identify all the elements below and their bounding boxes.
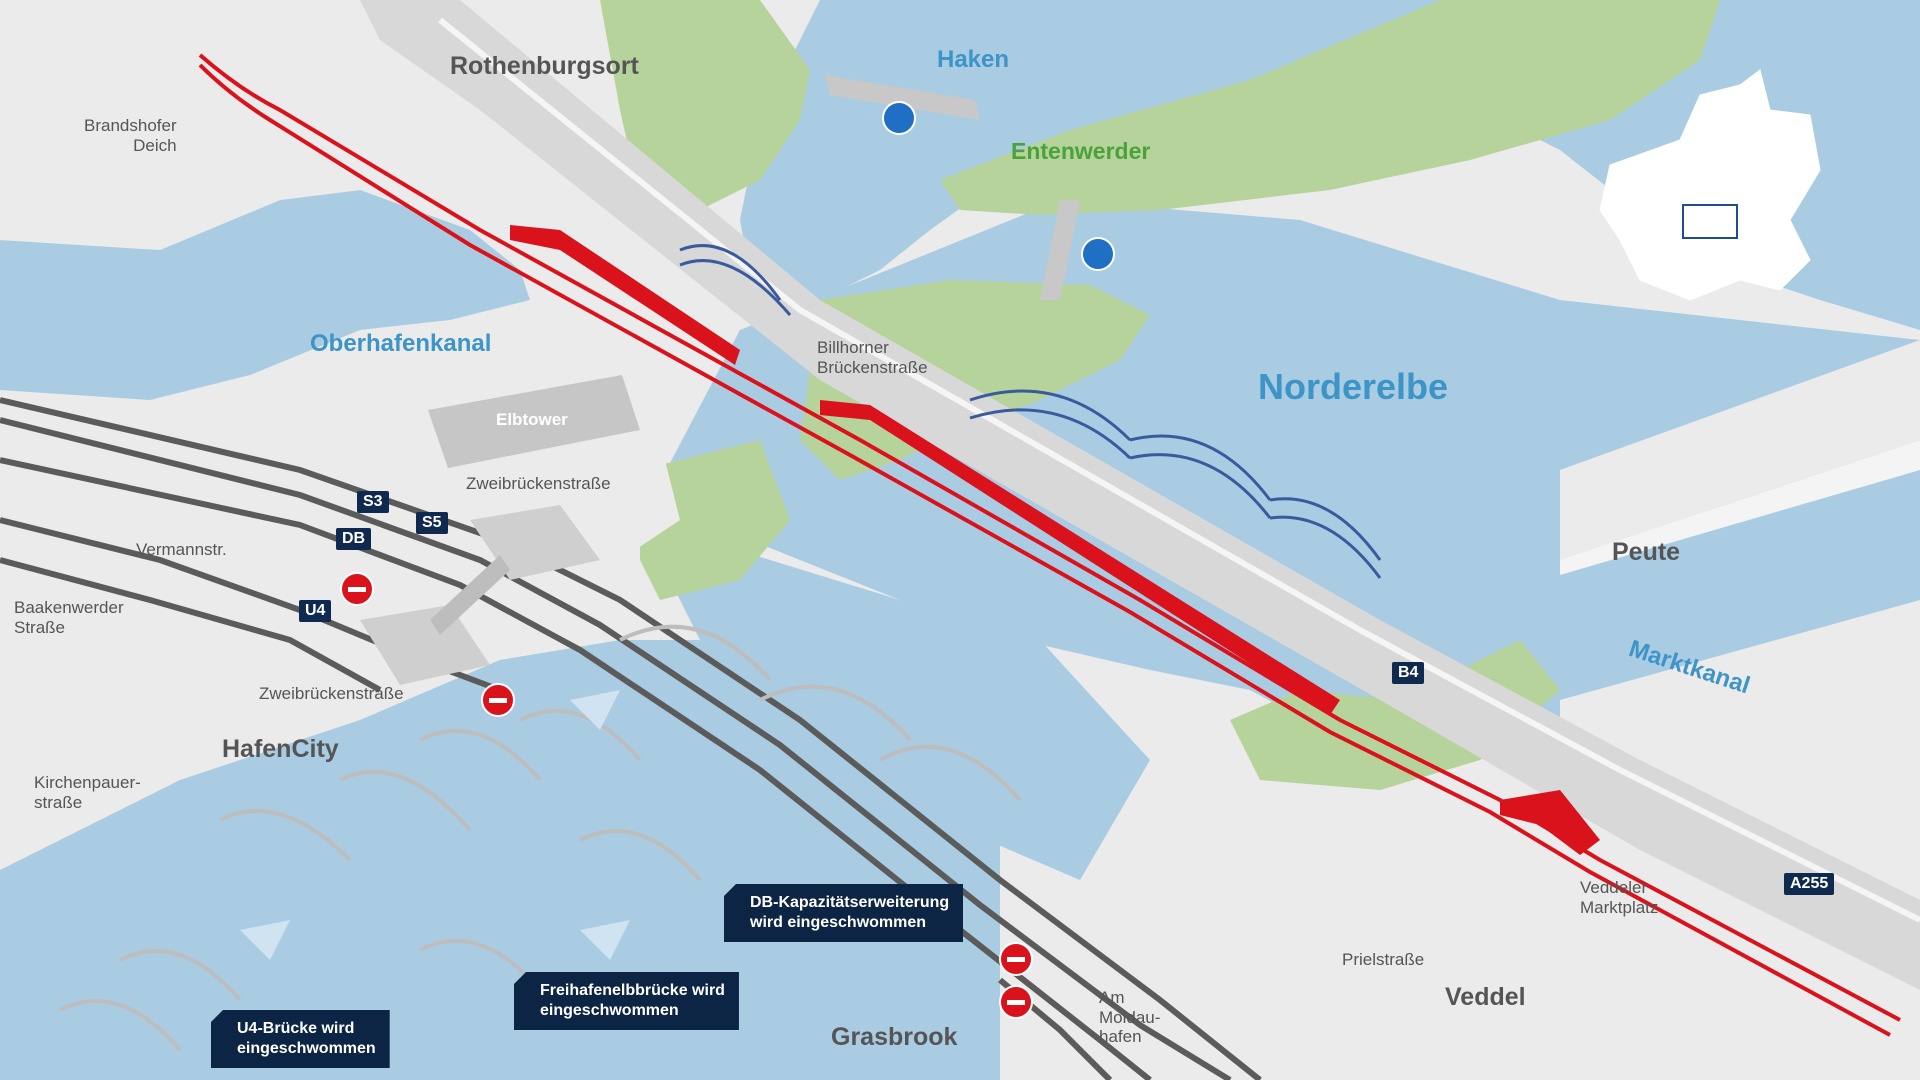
callout-u4-line1: U4-Brücke wird	[237, 1020, 355, 1037]
street-brandshofer-line1: Brandshofer	[84, 116, 177, 135]
locator-frame	[1682, 204, 1738, 239]
street-am-moldauhafen: Am Moldau- hafen	[1099, 988, 1160, 1047]
station-lower	[360, 605, 490, 685]
new-bridge-south-truss	[1500, 790, 1600, 855]
no-entry-icon	[340, 572, 374, 606]
district-peute: Peute	[1612, 538, 1681, 566]
district-veddel: Veddel	[1445, 983, 1526, 1011]
existing-bridges	[679, 244, 1382, 579]
land-peute-edge	[1560, 440, 1920, 575]
no-entry-icon	[481, 683, 515, 717]
new-bridge-main-truss	[820, 400, 1340, 715]
badge-u4: U4	[299, 600, 332, 622]
street-zweibruecken-north: Zweibrückenstraße	[466, 474, 611, 493]
street-zweibruecken-south: Zweibrückenstraße	[259, 684, 404, 703]
land-rothenburgsort-tip	[0, 100, 360, 250]
street-veddeler-line2: Marktplatz	[1580, 897, 1659, 917]
rail-tracks	[0, 397, 1262, 1080]
no-entry-icon	[999, 942, 1033, 976]
water-label-oberhafenkanal: Oberhafenkanal	[310, 330, 492, 357]
badge-a255: A255	[1784, 873, 1835, 895]
float-in-arrows	[240, 690, 630, 960]
callout-u4-bruecke: U4-Brücke wird eingeschwommen	[211, 1010, 390, 1068]
water-label-haken: Haken	[937, 46, 1010, 73]
no-entry-icon	[999, 985, 1033, 1019]
green-label-entenwerder: Entenwerder	[1011, 138, 1151, 164]
pedestrian-bicycle-path-icon	[882, 101, 916, 135]
elbtower-plot	[428, 375, 640, 468]
water-harbour-basin	[0, 640, 1000, 1080]
badge-db: DB	[336, 528, 372, 550]
green-entenwerder	[940, 0, 1720, 215]
badge-b4: B4	[1392, 662, 1425, 684]
street-baakenwerder-line2: Straße	[14, 617, 66, 637]
badge-s5: S5	[416, 512, 448, 534]
hamburg-outline-locator-icon	[1599, 69, 1821, 301]
street-brandshofer-deich: Brandshofer Deich	[84, 116, 177, 155]
road-marking-b4	[438, 17, 1920, 923]
callout-db-kapazitaet: DB-Kapazitätserweiterung wird eingeschwo…	[724, 884, 964, 942]
bridge-entenwerder	[1040, 200, 1080, 300]
street-brandshofer-line2: Deich	[133, 135, 177, 155]
street-moldau-line3: hafen	[1099, 1027, 1142, 1047]
street-billhorner-line2: Brückenstraße	[817, 357, 928, 377]
callout-db-line2: wird eingeschwommen	[750, 914, 927, 931]
street-prielstrasse: Prielstraße	[1342, 950, 1425, 969]
street-moldau-line2: Moldau-	[1099, 1007, 1161, 1027]
street-veddeler-marktplatz: Veddeler Marktplatz	[1580, 878, 1658, 917]
district-rothenburgsort: Rothenburgsort	[450, 52, 639, 80]
water-oberhafenkanal	[0, 190, 530, 400]
street-baakenwerder-line1: Baakenwerder	[14, 598, 124, 617]
callout-freihafenelbbruecke: Freihafenelbbrücke wird eingeschwommen	[514, 972, 739, 1030]
building-label-elbtower: Elbtower	[496, 410, 568, 429]
callout-freihafen-line1: Freihafenelbbrücke wird	[540, 982, 725, 999]
water-label-norderelbe: Norderelbe	[1258, 366, 1449, 407]
pedestrian-bicycle-path-icon	[1081, 237, 1115, 271]
bridge-haken	[825, 75, 980, 120]
station-connector	[430, 555, 510, 635]
water-marktkanal	[1560, 470, 1920, 700]
callout-db-line1: DB-Kapazitätserweiterung	[750, 894, 950, 911]
callout-freihafen-line2: eingeschwommen	[540, 1002, 679, 1019]
land-peute	[1560, 340, 1920, 560]
new-red-line-inner	[198, 63, 1891, 1037]
street-billhorner: Billhorner Brückenstraße	[817, 338, 928, 377]
district-hafencity: HafenCity	[222, 735, 339, 763]
green-west-bank	[640, 440, 790, 600]
badge-s3: S3	[357, 491, 389, 513]
street-baakenwerder: Baakenwerder Straße	[14, 598, 124, 637]
road-corridor-b4	[360, 0, 1920, 990]
street-kirchenpauer: Kirchenpauer- straße	[34, 773, 141, 812]
street-billhorner-line1: Billhorner	[817, 338, 889, 357]
street-kirchenpauer-line2: straße	[34, 792, 83, 812]
street-vermannstr: Vermannstr.	[136, 540, 227, 559]
street-kirchenpauer-line1: Kirchenpauer-	[34, 773, 141, 792]
district-grasbrook: Grasbrook	[831, 1023, 958, 1051]
callout-u4-line2: eingeschwommen	[237, 1040, 376, 1057]
street-veddeler-line1: Veddeler	[1580, 878, 1648, 897]
new-bridge-north-truss	[510, 225, 740, 365]
street-moldau-line1: Am	[1099, 988, 1125, 1007]
floating-arch-bridges	[59, 624, 1022, 1052]
